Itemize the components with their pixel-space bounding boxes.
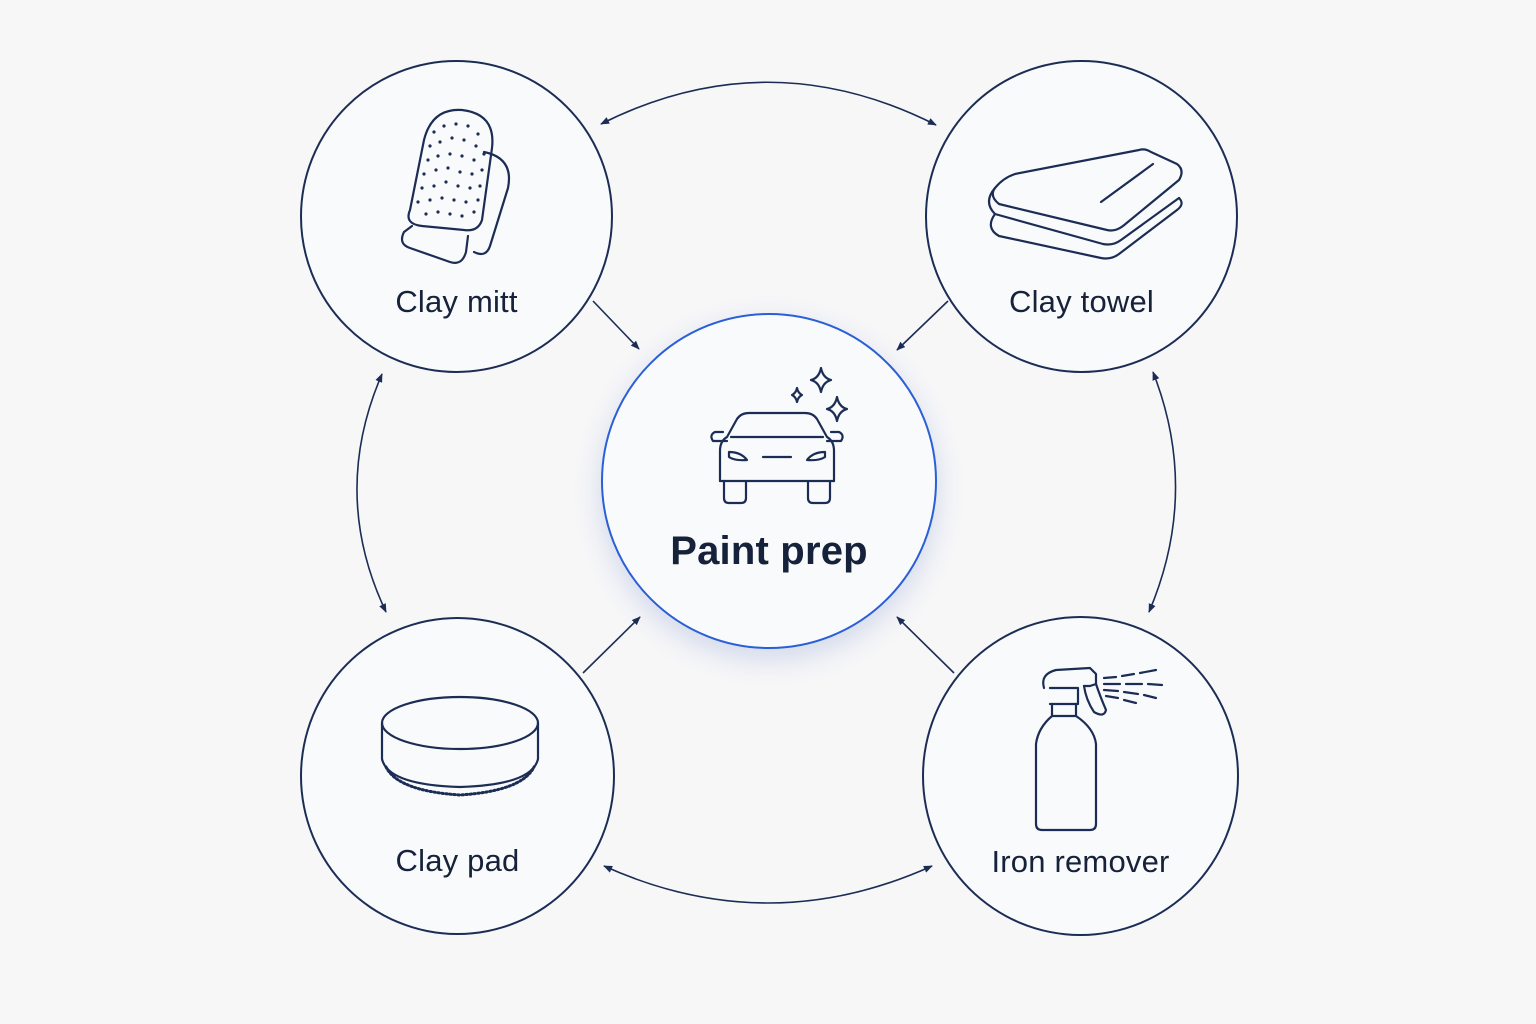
node-iron-remover: Iron remover — [922, 616, 1239, 936]
node-clay-towel: Clay towel — [925, 60, 1238, 373]
spray-bottle-icon — [1034, 666, 1164, 832]
arc-mitt-pad — [356, 373, 387, 613]
node-label: Clay towel — [1009, 284, 1154, 319]
arrow-mitt-to-center — [592, 300, 640, 350]
center-node-paint-prep: Paint prep — [601, 313, 937, 649]
car-sparkle-icon — [710, 366, 849, 505]
towel-icon — [987, 148, 1183, 260]
arc-towel-remover — [1148, 371, 1177, 613]
pad-icon — [380, 695, 540, 797]
arc-pad-remover — [603, 865, 933, 904]
node-clay-pad: Clay pad — [300, 617, 615, 935]
center-label: Paint prep — [670, 529, 868, 573]
node-label: Iron remover — [991, 844, 1170, 879]
arc-mitt-towel — [600, 81, 937, 126]
node-label: Clay mitt — [395, 284, 518, 319]
mitt-icon — [400, 108, 511, 264]
node-clay-mitt: Clay mitt — [300, 60, 613, 373]
arrow-towel-to-center — [896, 300, 949, 351]
arrow-pad-to-center — [582, 616, 641, 674]
node-label: Clay pad — [395, 843, 520, 878]
arrow-remover-to-center — [896, 616, 955, 674]
